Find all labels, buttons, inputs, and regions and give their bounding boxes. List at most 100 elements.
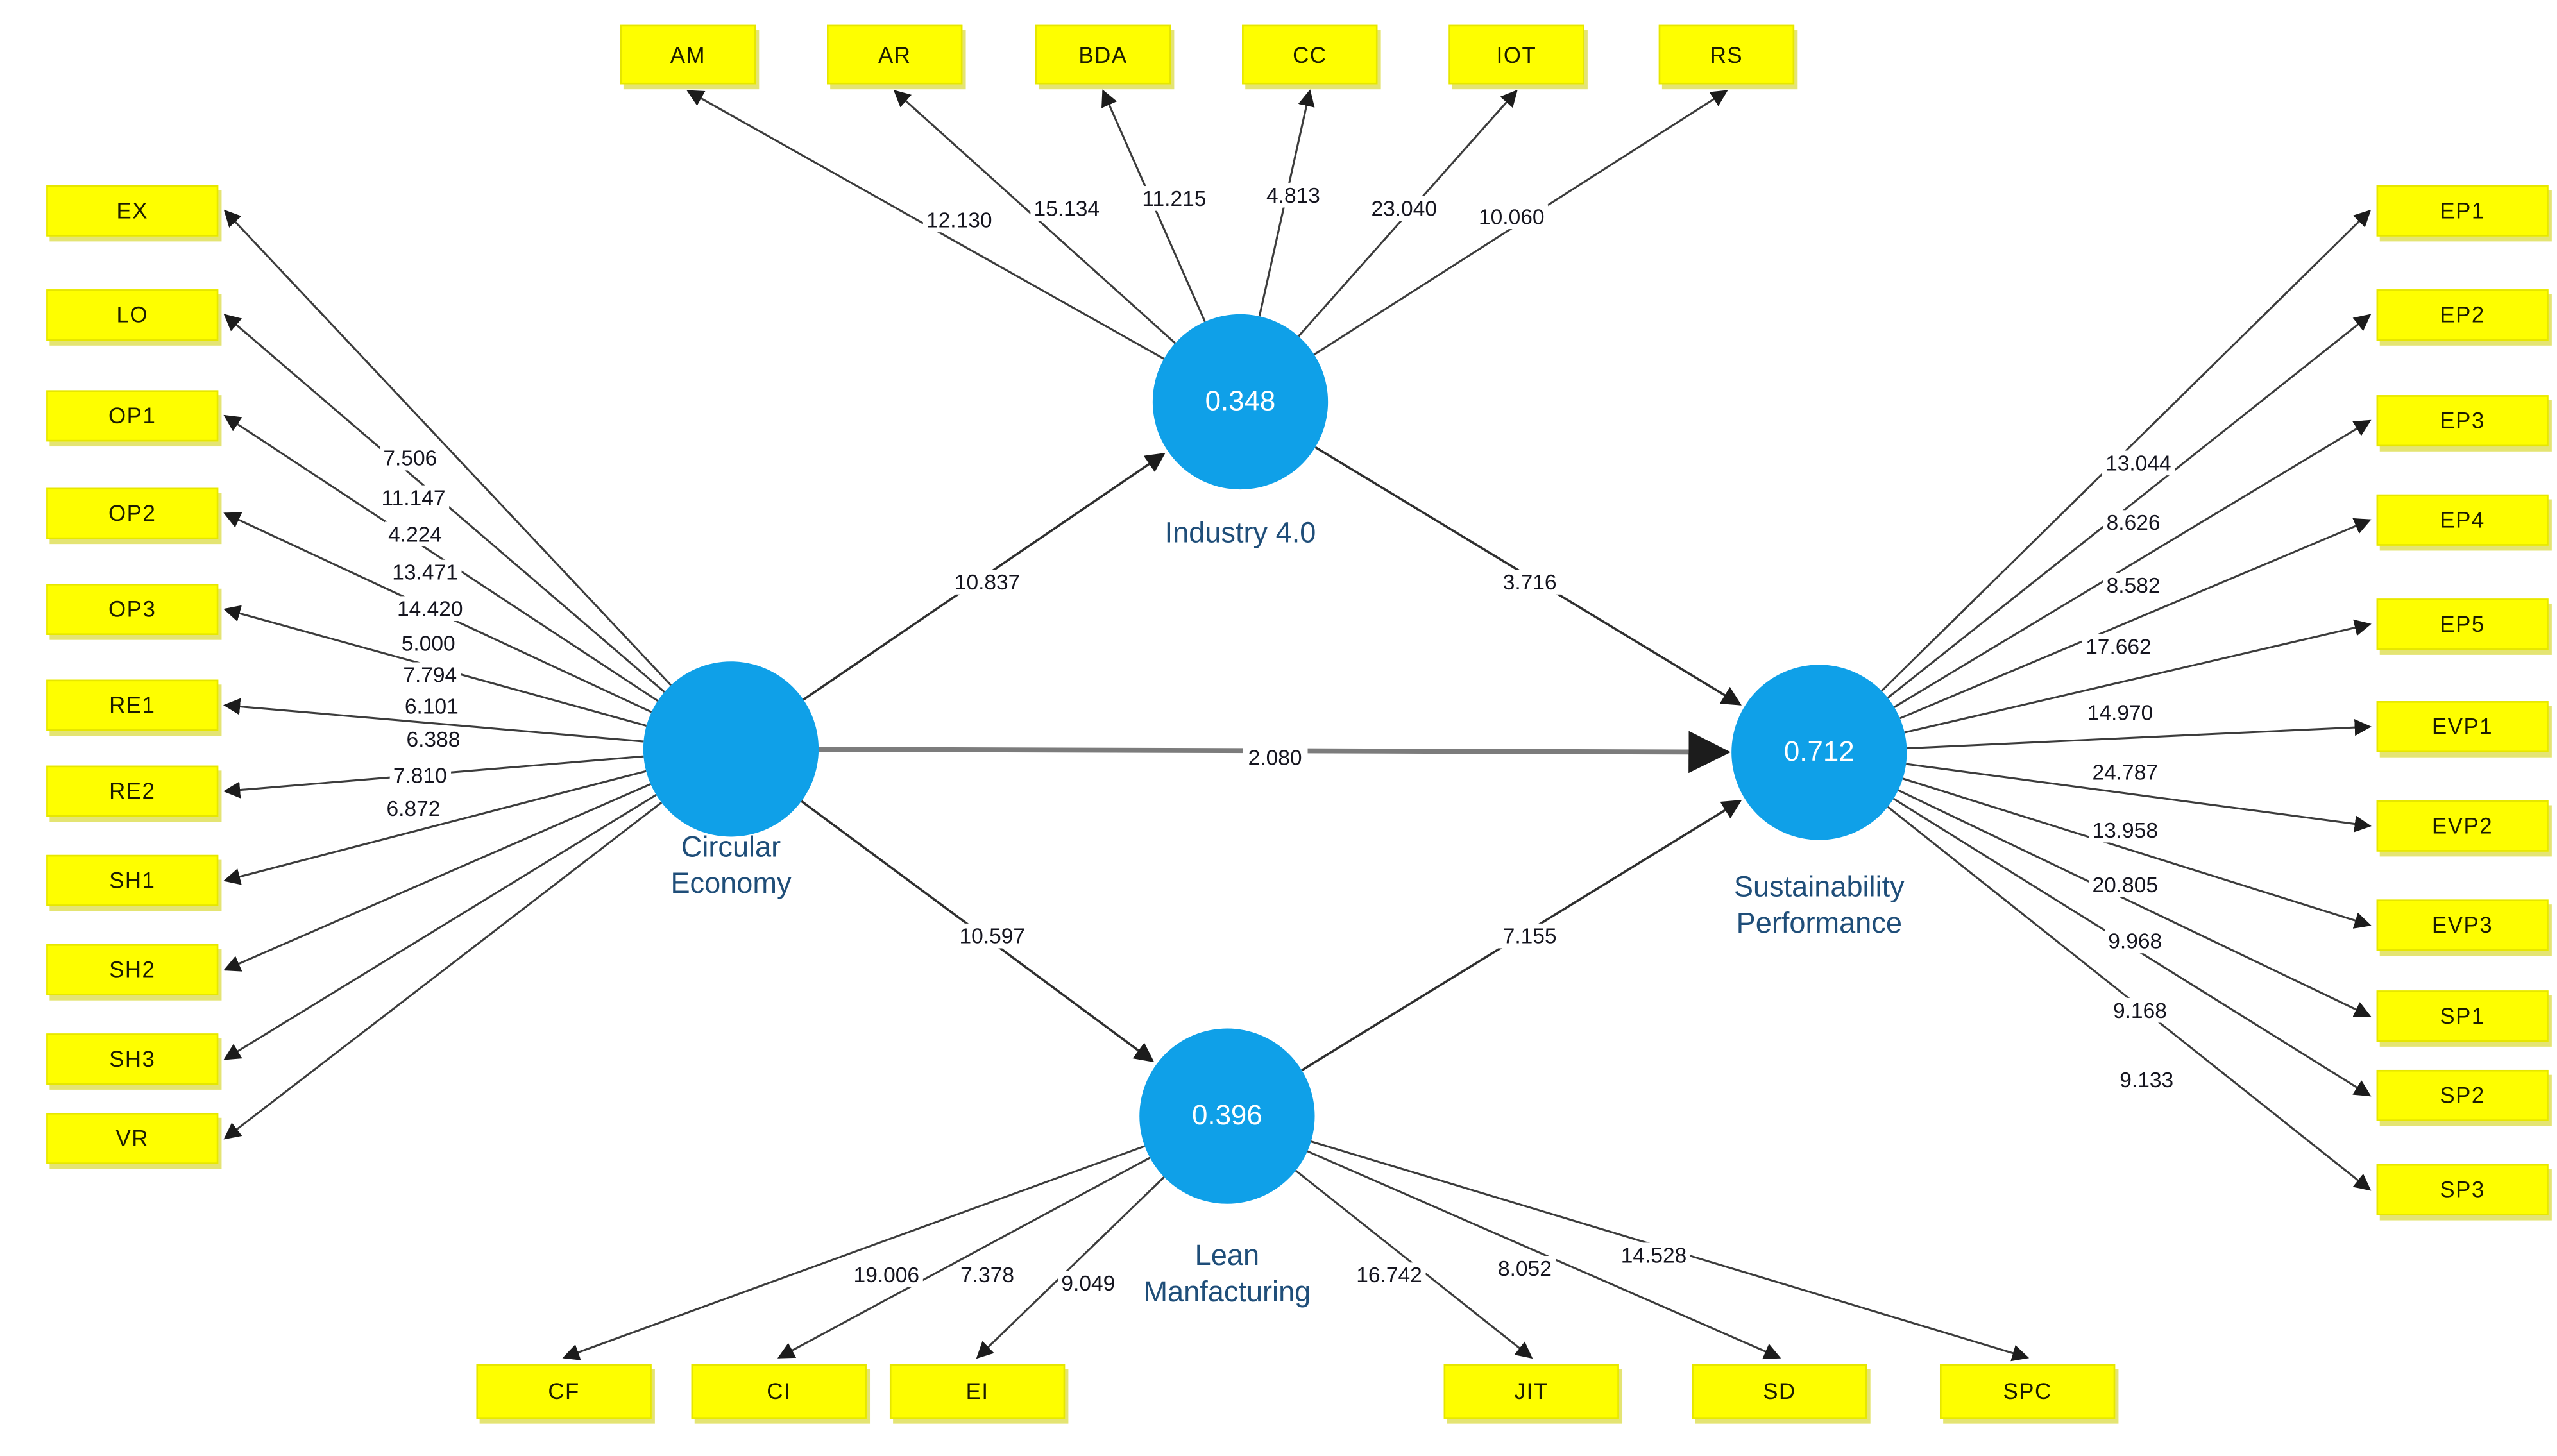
indicator-CI: CI — [691, 1364, 867, 1419]
loading-value-EI: 9.049 — [1058, 1271, 1119, 1296]
indicator-CC: CC — [1242, 24, 1378, 85]
construct-label-line: Lean — [1194, 1238, 1260, 1272]
loading-value-CI: 7.378 — [956, 1262, 1018, 1287]
indicator-label: OP2 — [108, 501, 157, 526]
indicator-RE1: RE1 — [46, 679, 219, 731]
loading-value-EVP2: 13.958 — [2089, 817, 2162, 843]
indicator-EP3: EP3 — [2376, 395, 2549, 447]
loading-arrow-EP3 — [1894, 419, 2372, 708]
indicator-JIT: JIT — [1443, 1364, 1619, 1419]
indicator-RE2: RE2 — [46, 765, 219, 817]
loading-arrow-EP4 — [1899, 518, 2372, 720]
indicator-label: IOT — [1496, 42, 1537, 67]
path-coefficient-circular_economy-to-industry40: 10.837 — [949, 570, 1026, 595]
indicator-label: EP1 — [2440, 198, 2485, 224]
r-squared-value: 0.712 — [1783, 736, 1855, 768]
indicator-SH3: SH3 — [46, 1033, 219, 1085]
indicator-label: EP3 — [2440, 408, 2485, 434]
loading-value-SP2: 9.168 — [2109, 997, 2171, 1023]
indicator-EVP1: EVP1 — [2376, 701, 2549, 752]
loading-arrow-EP2 — [1887, 314, 2372, 699]
loading-value-EX: 7.506 — [380, 445, 441, 471]
loading-arrow-EVP2 — [1906, 763, 2372, 833]
indicator-SP2: SP2 — [2376, 1069, 2549, 1121]
indicator-label: JIT — [1514, 1379, 1549, 1404]
construct-label-line: Performance — [1736, 906, 1902, 940]
indicator-SH1: SH1 — [46, 854, 219, 906]
indicator-VR: VR — [46, 1112, 219, 1164]
loading-value-OP3: 14.420 — [393, 596, 466, 622]
indicator-label: RS — [1710, 42, 1744, 67]
construct-label-line: Economy — [670, 866, 792, 900]
loading-value-SH3: 7.810 — [389, 763, 450, 788]
indicator-label: CF — [548, 1379, 580, 1404]
loading-arrow-SH3 — [223, 793, 657, 1060]
loading-value-EP2: 8.626 — [2103, 510, 2164, 535]
loading-value-AM: 12.130 — [922, 207, 996, 233]
loading-arrow-SD — [1307, 1150, 1781, 1360]
indicator-EP4: EP4 — [2376, 494, 2549, 546]
indicator-label: SH2 — [109, 957, 156, 983]
indicator-label: BDA — [1078, 42, 1128, 67]
construct-circular_economy — [643, 661, 819, 837]
indicator-SD: SD — [1692, 1364, 1867, 1419]
loading-arrow-OP1 — [223, 414, 659, 702]
indicator-label: SP2 — [2440, 1083, 2485, 1108]
indicator-EP1: EP1 — [2376, 185, 2549, 237]
indicator-label: SPC — [2003, 1379, 2052, 1404]
indicator-EVP3: EVP3 — [2376, 899, 2549, 951]
indicator-label: OP1 — [108, 403, 157, 428]
indicator-LO: LO — [46, 289, 219, 341]
loading-value-SH1: 6.101 — [401, 693, 462, 719]
indicator-label: EP5 — [2440, 611, 2485, 637]
loading-arrow-CF — [562, 1145, 1146, 1360]
indicator-RS: RS — [1658, 24, 1795, 85]
loading-value-LO: 11.147 — [378, 485, 449, 511]
construct-label-line: Sustainability — [1733, 870, 1905, 903]
indicator-EP2: EP2 — [2376, 289, 2549, 341]
indicator-label: CI — [767, 1379, 792, 1404]
loading-arrow-RE1 — [223, 698, 644, 743]
indicator-label: AR — [878, 42, 912, 67]
loading-value-OP2: 13.471 — [389, 559, 461, 585]
indicator-SP1: SP1 — [2376, 990, 2549, 1042]
loading-arrow-SP1 — [1898, 789, 2372, 1017]
indicator-IOT: IOT — [1448, 24, 1584, 85]
indicator-CF: CF — [476, 1364, 652, 1419]
loading-value-EP1: 13.044 — [2102, 450, 2175, 476]
indicator-label: RE2 — [109, 779, 156, 804]
loading-arrow-SH1 — [223, 770, 647, 885]
loading-value-RS: 10.060 — [1475, 204, 1548, 230]
indicator-SH2: SH2 — [46, 944, 219, 995]
indicator-label: LO — [116, 302, 149, 328]
path-coefficient-circular_economy-to-lean_manufacturing: 10.597 — [954, 923, 1030, 949]
path-coefficient-circular_economy-to-sustainability_performance: 2.080 — [1243, 745, 1307, 770]
indicator-label: AM — [670, 42, 706, 67]
loading-value-AR: 15.134 — [1030, 196, 1103, 221]
loading-value-SPC: 14.528 — [1617, 1242, 1690, 1268]
loading-value-EP5: 14.970 — [2084, 700, 2157, 725]
loading-value-EP4: 17.662 — [2082, 634, 2155, 659]
indicator-EI: EI — [889, 1364, 1066, 1419]
loading-value-OP1: 4.224 — [384, 521, 446, 547]
loading-arrow-CI — [777, 1156, 1151, 1359]
r-squared-value: 0.348 — [1205, 385, 1276, 417]
loading-value-EP3: 8.582 — [2103, 573, 2164, 598]
construct-industry40: 0.348 — [1152, 314, 1329, 490]
indicator-BDA: BDA — [1035, 24, 1171, 85]
indicator-label: EP2 — [2440, 302, 2485, 328]
indicator-label: SD — [1763, 1379, 1796, 1404]
construct-label-industry40: Industry 4.0 — [1165, 514, 1316, 551]
loading-arrow-EVP3 — [1902, 777, 2372, 929]
construct-label-line: Manfacturing — [1143, 1274, 1311, 1308]
indicator-label: SP3 — [2440, 1177, 2485, 1203]
indicator-AM: AM — [620, 24, 756, 85]
indicator-label: EVP2 — [2432, 813, 2493, 839]
loading-value-BDA: 11.215 — [1139, 186, 1210, 211]
indicator-label: SH3 — [109, 1046, 156, 1072]
loading-value-EVP3: 20.805 — [2089, 872, 2162, 897]
indicator-label: CC — [1293, 42, 1327, 67]
loading-arrow-EX — [223, 209, 672, 686]
